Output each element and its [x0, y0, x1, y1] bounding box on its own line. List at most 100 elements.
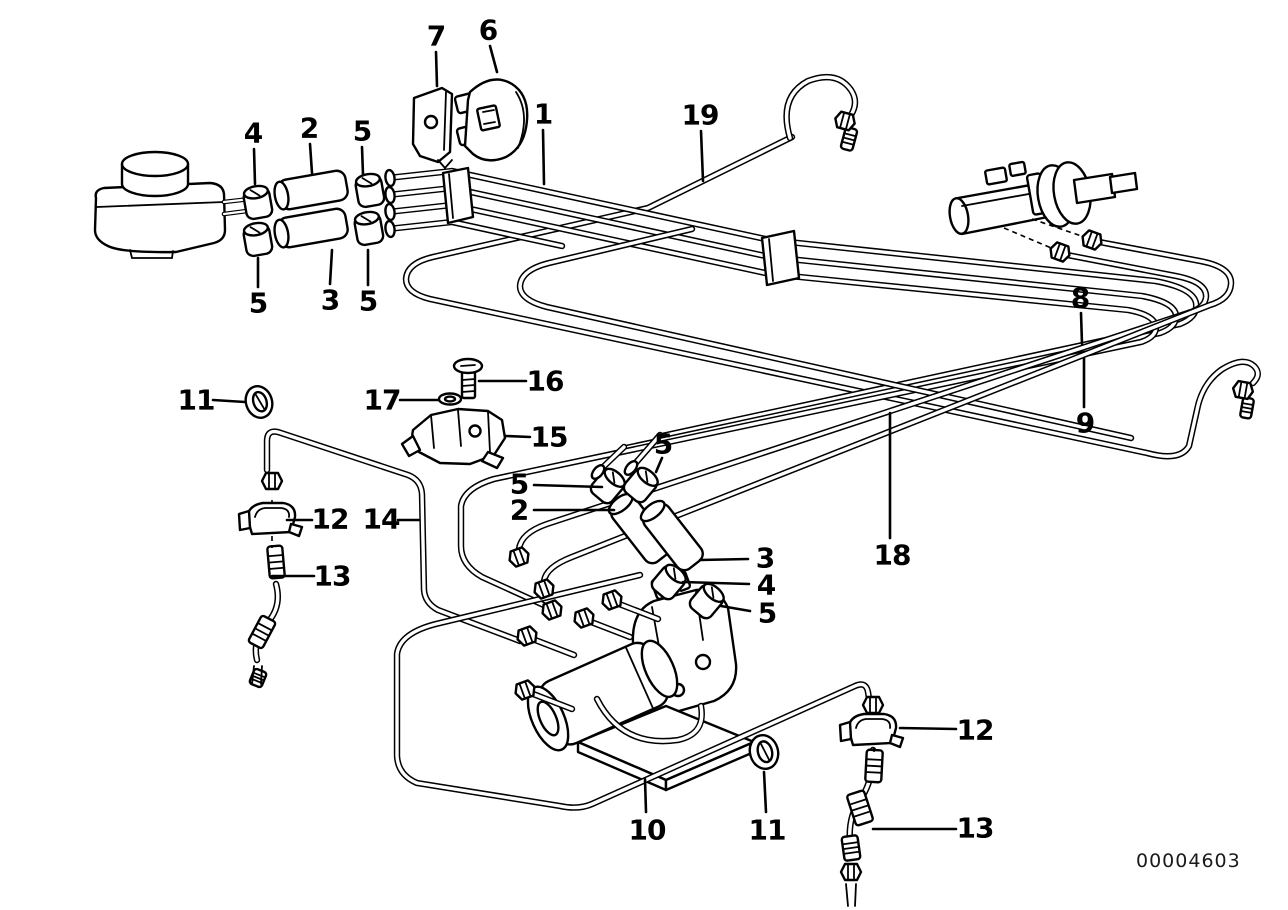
small-parts-layer	[242, 110, 1255, 882]
pipe-union-nut	[508, 546, 530, 568]
part-callout-3-8: 3	[320, 283, 341, 317]
clamp-ring	[688, 582, 725, 620]
callout-leader-1	[541, 128, 546, 186]
part-callout-11-10: 11	[177, 383, 216, 417]
part-callout-12-28: 12	[956, 713, 995, 747]
clamp-ring	[354, 172, 386, 209]
pipe-19	[404, 135, 1260, 458]
part-callout-5-19: 5	[653, 427, 674, 461]
pipe-union-nut	[1081, 229, 1103, 251]
callout-leader-5	[532, 483, 604, 489]
pipe-open-end	[590, 464, 606, 480]
pipe-sleeve-tube	[639, 499, 704, 572]
part-callout-2-18: 2	[509, 493, 530, 527]
pipe-14	[265, 429, 522, 643]
part-callout-9-24: 9	[1075, 406, 1096, 440]
callout-leader-12	[898, 726, 958, 731]
grommet-11	[748, 733, 780, 771]
callout-leader-8	[1079, 311, 1084, 346]
hose-collar	[266, 544, 286, 580]
pipe-1c	[386, 203, 1158, 609]
pipe-union-nut	[834, 110, 856, 132]
image-id: 00004603	[1136, 850, 1241, 872]
part-callout-1-5: 1	[533, 97, 554, 131]
pipe-union-nut	[533, 578, 555, 600]
part-callout-12-14: 12	[311, 502, 350, 536]
pipe-1a	[386, 169, 1198, 438]
part-callout-19-6: 19	[681, 98, 720, 132]
pipe-open-end	[384, 202, 396, 222]
master-cylinder	[948, 160, 1139, 251]
pipe-sleeve-tube	[273, 207, 349, 249]
callout-leader-15	[504, 434, 532, 439]
pipe-clip	[441, 166, 801, 287]
callout-leader-5	[654, 456, 664, 474]
pipe-union-nut	[1049, 241, 1071, 263]
part-callout-5-9: 5	[358, 284, 379, 318]
part-callout-6-1: 6	[478, 13, 499, 47]
hose-tip-right	[845, 883, 857, 907]
pipe-9	[542, 239, 1233, 587]
screw-16	[452, 357, 484, 400]
callout-leader-6	[488, 44, 499, 74]
part-callout-18-25: 18	[873, 538, 912, 572]
part-callout-14-15: 14	[362, 502, 401, 536]
part-callout-11-27: 11	[748, 813, 787, 847]
bracket-15	[400, 407, 507, 470]
clamp-ring	[622, 466, 659, 504]
holder-clip-7	[411, 86, 454, 170]
callout-leader-3	[328, 248, 334, 286]
hose-19-end	[784, 75, 857, 140]
pipe-union-nut	[541, 599, 563, 621]
part-callout-16-12: 16	[526, 364, 565, 398]
callout-leader-19	[699, 129, 705, 183]
grommet-11	[244, 385, 274, 419]
part-callout-2-3: 2	[299, 111, 320, 145]
hose-collar	[1239, 396, 1255, 420]
grommet-6	[453, 78, 529, 162]
hose-bracket-12-left	[237, 500, 304, 548]
callout-leader-5	[719, 604, 752, 613]
callout-leader-4	[681, 580, 751, 586]
pipe-14	[263, 428, 524, 645]
fluid-reservoir	[93, 150, 227, 259]
pipe-10-loop	[395, 573, 873, 810]
clamp-ring	[353, 210, 385, 247]
pipe-union-nut	[573, 607, 595, 629]
callout-leader-11	[211, 398, 247, 404]
pipe-union-nut	[514, 679, 536, 701]
clamp-ring	[242, 221, 274, 258]
callout-leader-11	[762, 770, 768, 814]
washer-17	[437, 392, 463, 406]
pipe-union-nut	[839, 862, 863, 882]
pipe-open-end	[384, 219, 396, 239]
callout-leader-5	[360, 145, 365, 177]
pipe-union-nut	[861, 695, 885, 715]
part-callout-15-13: 15	[530, 420, 569, 454]
clamp-ring	[242, 184, 274, 221]
abs-pump-motor	[526, 639, 679, 752]
hose-tip-left	[251, 665, 263, 685]
pipe-18b	[518, 227, 1133, 440]
pipe-open-end	[623, 460, 639, 476]
hose-bracket-12-right	[838, 712, 905, 752]
leader-lines	[211, 44, 1086, 831]
hose-collar	[846, 789, 874, 827]
pipe-sleeve-tube	[273, 169, 349, 211]
part-callout-3-20: 3	[755, 541, 776, 575]
part-callout-4-21: 4	[756, 568, 777, 602]
pipe-union-nut	[260, 471, 284, 491]
pipe-open-end	[384, 185, 396, 205]
part-callout-17-11: 17	[363, 383, 402, 417]
hose-collar	[248, 667, 268, 689]
hose-collar	[864, 748, 884, 784]
callout-leader-3	[698, 557, 750, 562]
pipe-union-nut	[601, 589, 623, 611]
part-callout-5-17: 5	[509, 467, 530, 501]
pipe-runs	[252, 73, 1261, 846]
pipe-open-end	[384, 168, 396, 188]
pipe-union-nut	[516, 625, 538, 647]
part-callout-5-4: 5	[352, 114, 373, 148]
